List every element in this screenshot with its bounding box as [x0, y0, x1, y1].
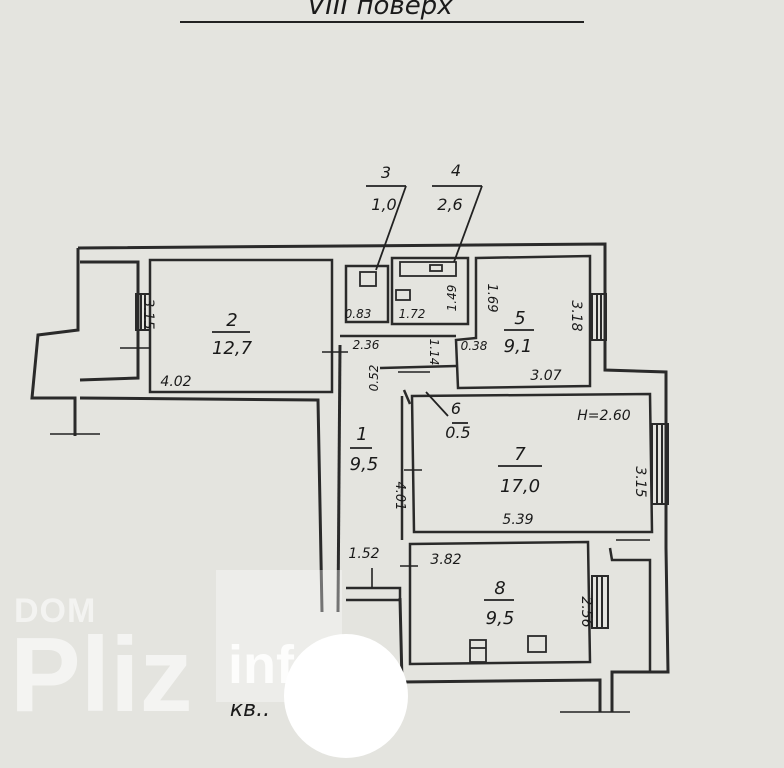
dim-4-01: 4.01	[392, 482, 407, 511]
bathtub-icon	[399, 261, 457, 277]
dim-2-36: 2.36	[353, 338, 380, 352]
stove-icon	[527, 635, 547, 653]
room-8-area: 9,5	[486, 608, 515, 629]
watermark-circle	[284, 634, 408, 758]
room-1-area: 9,5	[350, 454, 379, 475]
fraction-bars	[212, 329, 542, 601]
room-4-number: 4	[451, 161, 461, 180]
dim-1-69: 1.69	[484, 284, 499, 313]
sink-icon	[395, 289, 411, 301]
room-3-area: 1,0	[371, 195, 396, 214]
dimension-labels: 3.15 4.02 0.83 1.72 1.49 1.69 3.18 2.36 …	[140, 284, 648, 628]
room-labels: 3 1,0 4 2,6 2 12,7 5 9,1 6 0.5 1 9,5 7 1…	[212, 161, 540, 629]
dim-1-14: 1.14	[427, 339, 441, 366]
room-3-number: 3	[381, 163, 391, 182]
dim-3-15-room7: 3.15	[632, 466, 648, 497]
dim-1-52: 1.52	[348, 546, 379, 562]
inner-walls	[148, 254, 654, 672]
room-5-area: 9,1	[504, 336, 533, 357]
fixtures	[359, 261, 547, 663]
room-6-area: 0.5	[445, 423, 470, 442]
outer-walls	[30, 242, 670, 712]
leader-lines	[366, 185, 483, 424]
floor-title: VIII поверх	[307, 0, 453, 21]
dim-1-72: 1.72	[399, 307, 426, 321]
toilet-icon	[359, 271, 377, 287]
dim-3-82: 3.82	[430, 552, 461, 568]
room-2-number: 2	[226, 310, 237, 331]
dim-5-39: 5.39	[502, 512, 533, 528]
ceiling-height: H=2.60	[577, 408, 631, 424]
watermark-dom: DOM	[14, 592, 97, 630]
room-7-area: 17,0	[500, 476, 540, 497]
windows	[135, 293, 669, 629]
apartment-label: кв..	[230, 697, 270, 722]
dimension-ticks	[50, 347, 650, 713]
dim-2-56: 2.56	[578, 596, 594, 627]
dim-1-49: 1.49	[445, 285, 459, 312]
room-4-area: 2,6	[437, 195, 462, 214]
dim-0-38: 0.38	[461, 339, 488, 353]
dim-4-02: 4.02	[160, 374, 191, 390]
cabinet-icon	[469, 639, 487, 663]
dim-3-18: 3.18	[568, 300, 584, 331]
watermark-info: info	[228, 635, 327, 695]
room-6-number: 6	[451, 399, 461, 418]
room-7-number: 7	[514, 444, 526, 465]
room-1-number: 1	[356, 424, 367, 445]
room-5-number: 5	[514, 308, 525, 329]
dim-0-52: 0.52	[367, 365, 381, 392]
watermark-pliz: Pliz	[10, 616, 193, 734]
dim-3-07: 3.07	[530, 368, 561, 384]
dim-0-83: 0.83	[345, 307, 372, 321]
room-2-area: 12,7	[212, 338, 253, 359]
room-8-number: 8	[494, 578, 505, 599]
dim-3-15-room2: 3.15	[140, 298, 156, 329]
